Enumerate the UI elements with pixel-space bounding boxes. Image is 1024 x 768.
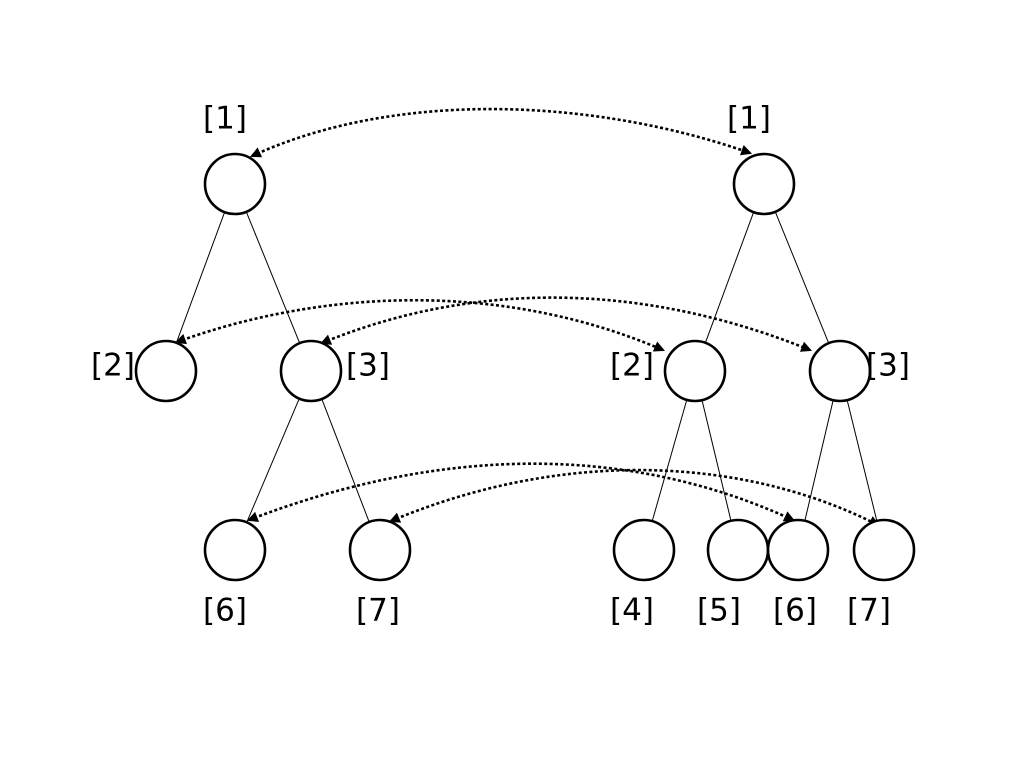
- node-R4: [612, 518, 676, 582]
- tree-edge-R3-R6: [804, 400, 834, 521]
- mapping-link-L6-R6: [246, 462, 795, 522]
- node-label-L1: [1]: [203, 101, 247, 137]
- tree-edge-L1-L3: [245, 211, 301, 344]
- node-label-R6: [6]: [773, 593, 817, 629]
- tree-edge-L3-L6: [246, 398, 300, 523]
- node-label-L7: [7]: [356, 593, 400, 629]
- node-L3: [279, 339, 343, 403]
- tree-edge-L3-L7: [321, 398, 370, 523]
- node-L2: [134, 339, 198, 403]
- node-L7: [348, 518, 412, 582]
- node-L1: [203, 152, 267, 216]
- node-label-R2: [2]: [610, 348, 654, 384]
- node-R5: [706, 518, 770, 582]
- tree-edge-R2-R4: [651, 399, 688, 522]
- node-label-R1: [1]: [727, 101, 771, 137]
- tree-edge-R2-R5: [701, 400, 732, 521]
- node-L6: [203, 518, 267, 582]
- tree-edges: [175, 211, 878, 523]
- node-R3: [808, 339, 872, 403]
- node-R7: [852, 518, 916, 582]
- node-R2: [663, 339, 727, 403]
- mapping-link-L1-R1: [250, 107, 753, 158]
- node-R6: [766, 518, 830, 582]
- node-label-R7: [7]: [847, 593, 891, 629]
- tree-edge-R3-R7: [846, 400, 878, 521]
- tree-edge-L1-L2: [175, 211, 226, 344]
- node-label-R3: [3]: [866, 348, 910, 384]
- mapping-link-L3-R3: [319, 296, 813, 352]
- node-R1: [732, 152, 796, 216]
- mapping-link-L2-R2: [174, 299, 666, 352]
- tree-edge-R1-R3: [774, 211, 830, 344]
- mapping-links: [174, 107, 880, 527]
- node-label-R4: [4]: [610, 593, 654, 629]
- node-labels: [1] [2] [3] [6] [7] [1] [2] [3] [4] [5] [6] [7]: [91, 101, 910, 629]
- node-label-R5: [5]: [697, 593, 741, 629]
- tree-nodes: [134, 152, 916, 582]
- mapping-link-L7-R7: [388, 468, 880, 527]
- node-label-L6: [6]: [203, 593, 247, 629]
- tree-edge-R1-R2: [704, 211, 755, 344]
- node-label-L2: [2]: [91, 348, 135, 384]
- node-label-L3: [3]: [346, 348, 390, 384]
